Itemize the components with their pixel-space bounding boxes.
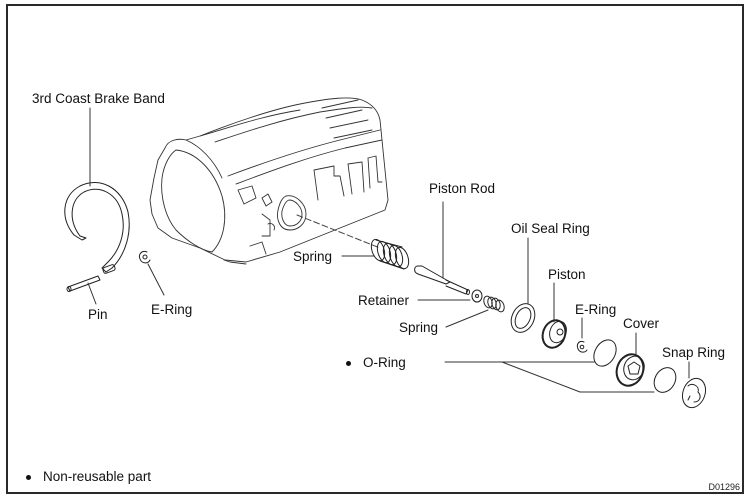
cover-drawing <box>615 353 645 387</box>
pin-drawing <box>66 275 101 292</box>
label-o-ring: O-Ring <box>346 356 406 370</box>
piston-drawing <box>541 319 567 349</box>
spring-large-drawing <box>370 238 410 270</box>
transmission-case <box>149 97 389 265</box>
spring-small-drawing <box>483 295 505 313</box>
legend-text: Non-reusable part <box>43 469 152 484</box>
brake-band-drawing <box>64 181 130 274</box>
label-pin: Pin <box>88 307 108 322</box>
e-ring-right-drawing <box>576 341 588 353</box>
label-o-ring-text: O-Ring <box>363 355 406 370</box>
piston-rod-drawing <box>414 265 470 295</box>
label-e-ring-left: E-Ring <box>151 302 193 317</box>
assembly-axis-line <box>296 214 381 249</box>
non-reusable-bullet-icon <box>346 360 351 366</box>
label-e-ring-right: E-Ring <box>575 302 617 317</box>
legend-bullet-icon <box>26 474 31 480</box>
label-piston: Piston <box>548 267 586 282</box>
snap-ring-drawing <box>681 377 707 409</box>
figure-id: D01296 <box>708 482 740 492</box>
o-ring-2-drawing <box>653 367 677 393</box>
label-piston-rod: Piston Rod <box>429 181 496 196</box>
oil-seal-ring-drawing <box>510 303 536 333</box>
label-snap-ring: Snap Ring <box>662 345 726 360</box>
e-ring-left-drawing <box>139 251 151 264</box>
o-ring-leaders <box>444 361 655 393</box>
spring-small-leader <box>445 309 489 328</box>
label-retainer: Retainer <box>358 293 410 308</box>
retainer-drawing <box>471 289 483 303</box>
pin-leader <box>87 282 97 305</box>
label-spring-large: Spring <box>293 249 333 264</box>
label-oil-seal-ring: Oil Seal Ring <box>511 221 590 236</box>
label-cover: Cover <box>623 316 660 331</box>
label-brake-band: 3rd Coast Brake Band <box>32 91 165 106</box>
label-spring-small: Spring <box>399 320 439 335</box>
legend: Non-reusable part <box>26 470 151 484</box>
o-ring-1-drawing <box>593 339 617 367</box>
diagram-frame <box>6 4 744 494</box>
e-ring-left-leader <box>147 263 165 296</box>
